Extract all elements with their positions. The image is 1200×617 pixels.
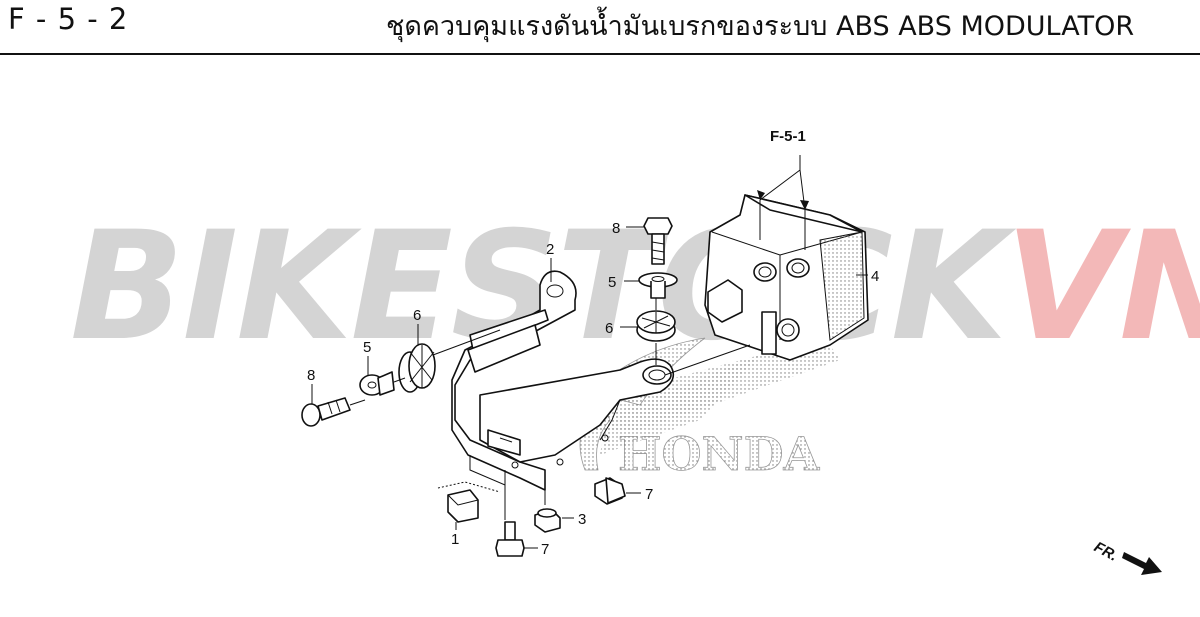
bolt-upper: [643, 217, 673, 265]
diagram-code: F - 5 - 2: [8, 2, 129, 36]
leader-lines: [311, 155, 868, 549]
reference-arrowhead-right: [800, 200, 809, 210]
callout-2: 2: [546, 241, 554, 258]
diagram-title: ชุดควบคุมแรงดันน้ำมันเบรกของระบบ ABS ABS…: [386, 11, 1135, 42]
bolt-left: [301, 397, 351, 427]
callout-7-right: 7: [645, 486, 653, 503]
reference-arrowhead-left: [757, 190, 765, 200]
callout-8-upper: 8: [612, 220, 620, 237]
bracket-shadow: [600, 355, 760, 455]
callout-8-left: 8: [307, 367, 315, 384]
abs-bracket: [451, 270, 675, 491]
honda-brand-text: HONDA: [618, 427, 820, 481]
direction-indicator: FR.: [1091, 539, 1162, 575]
bolt-lower: [495, 521, 525, 557]
callout-5-left: 5: [363, 339, 371, 356]
grommet-upper: [636, 310, 676, 342]
collar-upper: [638, 272, 678, 299]
callout-5-upper: 5: [608, 274, 616, 291]
watermark-text-accent: VN: [1005, 200, 1200, 374]
direction-label: FR.: [1091, 539, 1120, 565]
callout-1: 1: [451, 531, 459, 548]
callout-6-upper: 6: [605, 320, 613, 337]
abs-modulator: [704, 194, 869, 361]
reference-label: F-5-1: [770, 128, 806, 145]
callout-4: 4: [871, 268, 879, 285]
header-divider: [0, 53, 1200, 55]
arrow-right-down-icon: [1122, 552, 1162, 575]
callout-7-lower: 7: [541, 541, 549, 558]
callout-6-left: 6: [413, 307, 421, 324]
grommet-left: [398, 343, 436, 393]
nut: [534, 508, 561, 533]
collar-left: [359, 371, 395, 396]
bolt-right: [594, 477, 626, 505]
cap: [447, 489, 479, 523]
callout-3: 3: [578, 511, 586, 528]
